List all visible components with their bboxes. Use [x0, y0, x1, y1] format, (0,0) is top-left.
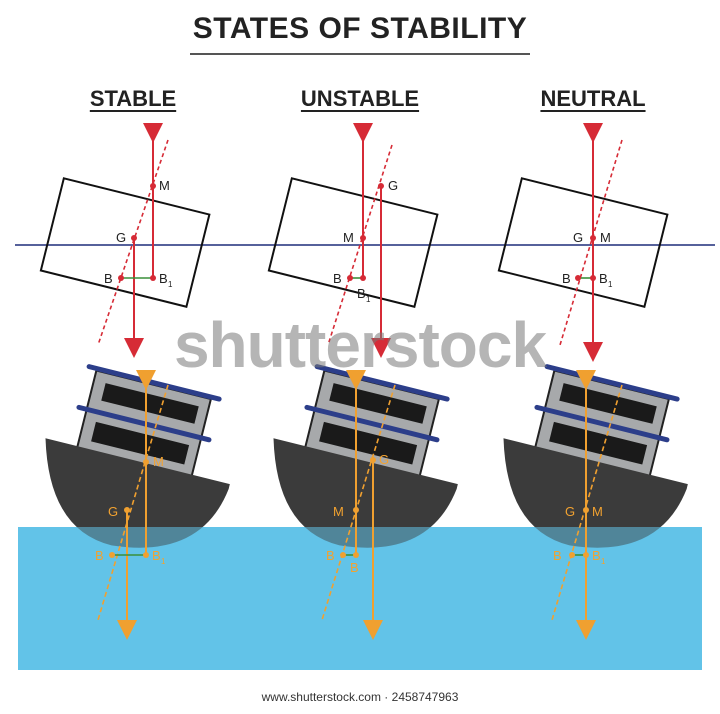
ship-neutral-label-g: G [565, 504, 575, 519]
ship-unstable-label-m: M [333, 504, 344, 519]
ship-stable [45, 364, 230, 548]
unstable-block [267, 123, 439, 358]
ship-stable-label-b: B [95, 548, 104, 563]
heading-neutral: NEUTRAL [540, 86, 646, 111]
stable-label-b1: B [159, 271, 168, 286]
ship-unstable-label-b: B [326, 548, 335, 563]
stable-label-g: G [116, 230, 126, 245]
stable-label-b: B [104, 271, 113, 286]
ship-stable-forces [97, 370, 169, 640]
stable-label-b1-sub: 1 [168, 280, 173, 289]
heading-stable: STABLE [89, 86, 177, 111]
unstable-label-b: B [333, 271, 342, 286]
ship-neutral-label-b1-sub: 1 [601, 557, 606, 566]
ship-stable-label-g: G [108, 504, 118, 519]
unstable-label-g: G [388, 178, 398, 193]
footer-credit: www.shutterstock.com · 2458747963 [261, 690, 459, 704]
neutral-label-b: B [562, 271, 571, 286]
ship-stable-label-b1: B [152, 548, 161, 563]
ship-stable-label-m: M [153, 454, 164, 469]
stable-block [39, 123, 211, 358]
heading-unstable: UNSTABLE [300, 86, 420, 111]
ship-neutral-forces [551, 370, 623, 640]
title-underline [190, 53, 530, 55]
ship-neutral-label-m: M [592, 504, 603, 519]
ship-unstable [273, 364, 458, 548]
neutral-label-b1: B [599, 271, 608, 286]
ship-stable-label-b1-sub: 1 [161, 557, 166, 566]
unstable-label-m: M [343, 230, 354, 245]
unstable-label-b1-sub: 1 [366, 295, 371, 304]
neutral-label-m: M [600, 230, 611, 245]
neutral-label-g: G [573, 230, 583, 245]
ship-unstable-label-g: G [379, 452, 389, 467]
ship-neutral-label-b1: B [592, 548, 601, 563]
neutral-label-b1-sub: 1 [608, 280, 613, 289]
ship-unstable-label-b1: B [350, 560, 359, 575]
ship-unstable-forces [321, 370, 396, 640]
page-title: STATES OF STABILITY [192, 12, 528, 45]
neutral-block [497, 123, 669, 362]
watermark: shutterstock [173, 309, 547, 381]
stable-label-m: M [159, 178, 170, 193]
ship-neutral-label-b: B [553, 548, 562, 563]
unstable-label-b1: B [357, 286, 366, 301]
